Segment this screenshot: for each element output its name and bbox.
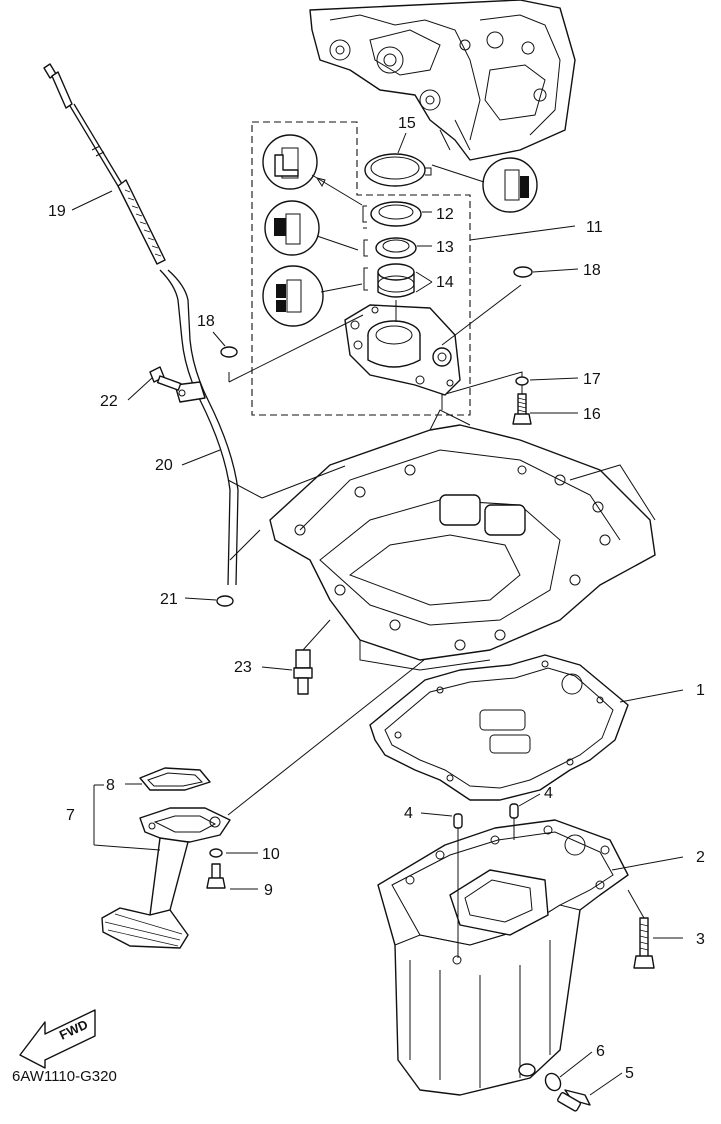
callout-14: 14 [436,274,454,291]
o-ring-right [513,266,533,278]
dipstick-guide-tube [159,269,239,607]
fwd-direction-badge: FWD [19,1009,96,1069]
callout-18-left: 18 [197,313,215,330]
callout-13: 13 [436,239,454,256]
strainer-bolt [206,863,226,889]
callout-20: 20 [155,457,173,474]
strainer-washer [209,848,223,858]
callout-17: 17 [583,371,601,388]
o-ring-left [220,346,238,358]
callout-3: 3 [696,931,705,948]
drain-bolt-and-washer [544,1072,591,1112]
strainer-gasket [139,767,211,791]
bolt-and-washer [512,376,532,425]
callout-23: 23 [234,659,252,676]
callout-10: 10 [262,846,280,863]
callout-5: 5 [625,1065,634,1082]
callout-21: 21 [160,591,178,608]
callout-16: 16 [583,406,601,423]
callout-9: 9 [264,882,273,899]
exhaust-guide [229,409,656,671]
callout-1: 1 [696,682,705,699]
callout-15: 15 [398,115,416,132]
bolt-22 [149,366,182,391]
callout-12: 12 [436,206,454,223]
callout-7: 7 [66,807,75,824]
diagram-code: 6AW1110-G320 [12,1068,117,1085]
bolt-3 [627,889,655,969]
dowel-pins [453,803,519,958]
seal-assembly-box [251,121,576,416]
oil-pan [377,819,629,1096]
gasket [227,654,629,816]
oil-seals [362,153,432,298]
callout-4-right: 4 [544,785,553,802]
callout-2: 2 [696,849,705,866]
oil-seal-housing [344,300,461,396]
callout-22: 22 [100,393,118,410]
callout-18-right: 18 [583,262,601,279]
callout-8: 8 [106,777,115,794]
fitting-23 [293,619,331,695]
callout-19: 19 [48,203,66,220]
dipstick [43,63,166,265]
callout-labels: 1 2 3 4 4 5 6 7 8 9 10 11 12 13 14 15 16… [48,115,705,1082]
engine-block-drawing [309,0,576,161]
callout-4-left: 4 [404,805,413,822]
seal-detail-insets [262,134,538,327]
callout-11: 11 [586,219,603,236]
callout-6: 6 [596,1043,605,1060]
oil-strainer [101,807,231,949]
leader-lines [71,132,684,1096]
